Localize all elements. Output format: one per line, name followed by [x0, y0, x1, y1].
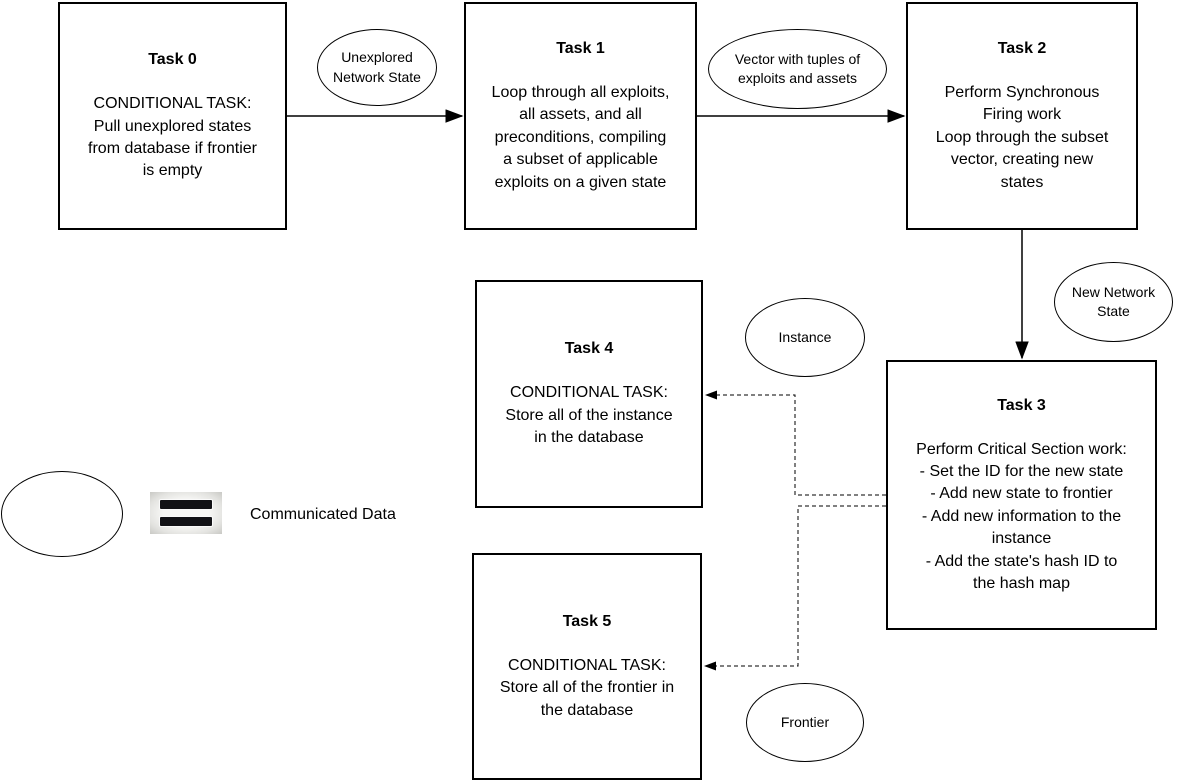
task3-body: Perform Critical Section work: - Set the…: [916, 440, 1127, 593]
legend-ellipse-sample: [1, 471, 123, 557]
task5-body: CONDITIONAL TASK: Store all of the front…: [499, 656, 675, 719]
ellipse-vector-tuples-label: Vector with tuples of exploits and asset…: [734, 50, 861, 87]
task5-title: Task 5: [562, 612, 612, 630]
task2-title: Task 2: [997, 39, 1047, 57]
ellipse-frontier: Frontier: [746, 683, 864, 762]
ellipse-new-network-state: New Network State: [1054, 262, 1173, 342]
task0-body: CONDITIONAL TASK: Pull unexplored states…: [88, 95, 257, 180]
task5-box: Task 5 CONDITIONAL TASK: Store all of th…: [472, 553, 702, 780]
task2-body: Perform Synchronous Firing work Loop thr…: [935, 83, 1109, 191]
ellipse-unexplored-network-state: Unexplored Network State: [317, 29, 437, 106]
dashed-arrow-task3-to-task5: [704, 505, 886, 671]
task3-title: Task 3: [997, 396, 1046, 414]
task4-title: Task 4: [564, 340, 614, 358]
task0-title: Task 0: [148, 51, 197, 69]
legend-label: Communicated Data: [250, 506, 396, 523]
ellipse-instance: Instance: [745, 298, 865, 377]
task4-box: Task 4 CONDITIONAL TASK: Store all of th…: [475, 280, 703, 508]
ellipse-frontier-label: Frontier: [780, 713, 830, 730]
ellipse-instance-label: Instance: [778, 328, 832, 345]
equals-icon: [150, 492, 222, 534]
ellipse-unexplored-network-state-label: Unexplored Network State: [333, 49, 421, 85]
task4-body: CONDITIONAL TASK: Store all of the insta…: [505, 384, 673, 447]
task3-box: Task 3 Perform Critical Section work: - …: [886, 360, 1157, 630]
ellipse-vector-tuples: Vector with tuples of exploits and asset…: [708, 29, 887, 109]
task1-body: Loop through all exploits, all assets, a…: [491, 83, 670, 191]
task1-title: Task 1: [556, 39, 605, 57]
equals-bar-top: [159, 499, 213, 510]
ellipse-new-network-state-label: New Network State: [1071, 283, 1156, 320]
dashed-arrow-task3-to-task4: [705, 390, 886, 496]
equals-bar-bottom: [159, 516, 213, 527]
task1-box: Task 1 Loop through all exploits, all as…: [464, 2, 697, 230]
task0-box: Task 0 CONDITIONAL TASK: Pull unexplored…: [58, 2, 287, 230]
task2-box: Task 2 Perform Synchronous Firing work L…: [906, 2, 1138, 230]
